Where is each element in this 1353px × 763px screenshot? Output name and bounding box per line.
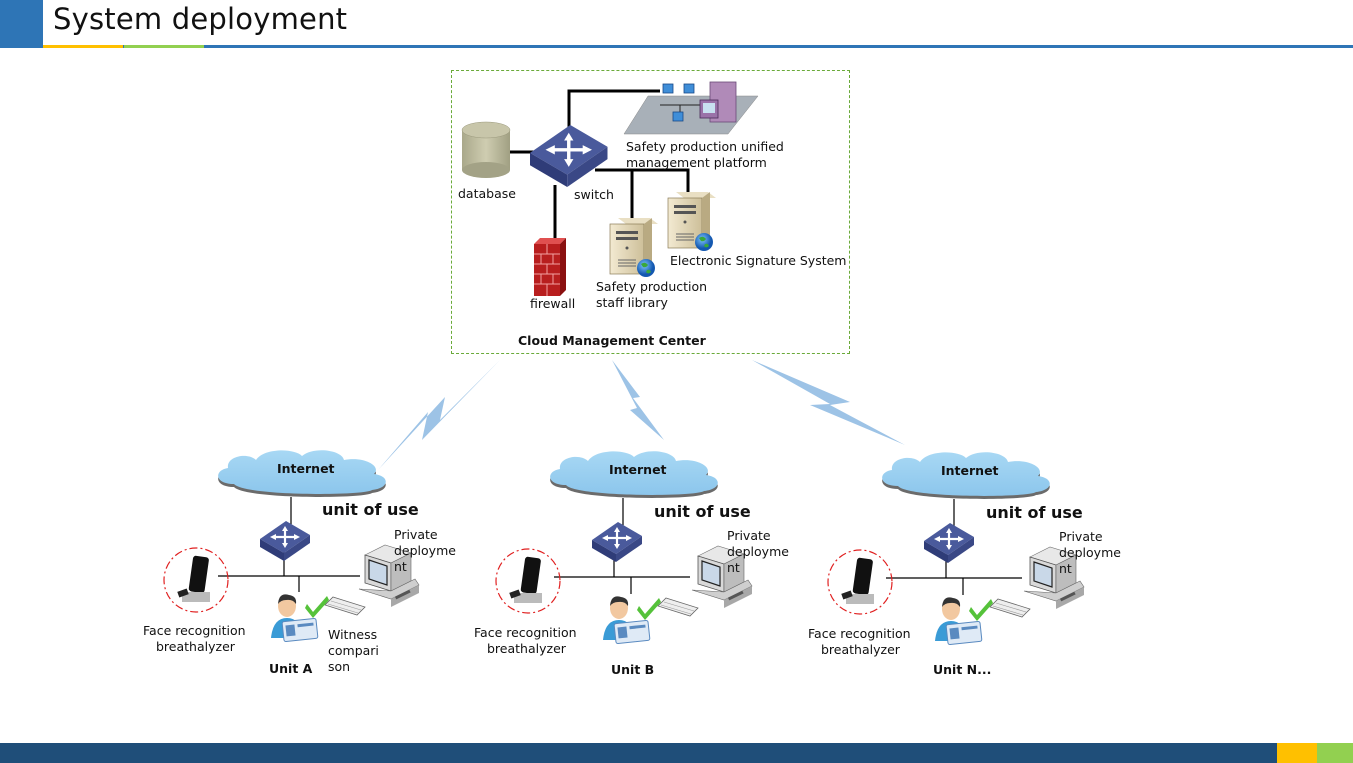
database-label: database	[458, 186, 516, 201]
device-label-1: Face recognition	[808, 626, 911, 641]
cloud-center-title: Cloud Management Center	[518, 333, 706, 348]
unit-n-network	[827, 452, 1085, 646]
device-label-2: breathalyzer	[487, 641, 566, 656]
header-rule-yellow	[43, 45, 123, 48]
witness-label-1: Witness	[328, 627, 378, 642]
private-deployment-label-2: deployme	[1059, 545, 1121, 560]
management-platform-icon	[623, 81, 759, 135]
unit-switch-icon	[590, 520, 644, 564]
wireless-link-bolt-a	[378, 360, 500, 470]
unit-name: Unit B	[611, 662, 655, 677]
breathalyzer-icon	[163, 547, 229, 613]
switch-icon	[528, 123, 610, 189]
header-rule	[43, 45, 1353, 48]
internet-label: Internet	[277, 461, 335, 476]
platform-label-line1: Safety production unified	[626, 139, 784, 154]
private-deployment-label-1: Private	[394, 527, 438, 542]
staff-library-label-line2: staff library	[596, 295, 668, 310]
footer-bar	[0, 743, 1277, 763]
private-deployment-label-3: nt	[394, 559, 407, 574]
private-deployment-label-2: deployme	[727, 544, 789, 559]
private-deployment-label-1: Private	[727, 528, 771, 543]
unit-a-network	[163, 450, 420, 643]
breathalyzer-icon	[827, 549, 893, 615]
unit-of-use-label: unit of use	[986, 503, 1083, 522]
footer-accent-green	[1317, 743, 1353, 763]
witness-label-2: compari	[328, 643, 379, 658]
unit-of-use-label: unit of use	[654, 502, 751, 521]
witness-person-icon	[934, 596, 994, 646]
internet-label: Internet	[941, 463, 999, 478]
unit-switch-icon	[922, 521, 976, 565]
staff-library-label-line1: Safety production	[596, 279, 708, 294]
wireless-link-bolt-b	[612, 360, 664, 440]
breathalyzer-icon	[495, 548, 561, 614]
private-deployment-label-3: nt	[727, 560, 740, 575]
unit-switch-icon	[258, 519, 312, 563]
witness-label-3: son	[328, 659, 351, 674]
device-label-2: breathalyzer	[821, 642, 900, 657]
signature-system-label: Electronic Signature System	[670, 253, 847, 268]
title-accent-block	[0, 0, 43, 48]
footer-accent-yellow	[1277, 743, 1317, 763]
signature-server-icon	[667, 191, 717, 252]
cloud-management-center-box	[451, 70, 850, 354]
wireless-link-bolt-n	[752, 360, 905, 445]
firewall-label: firewall	[530, 296, 576, 311]
page-title: System deployment	[53, 2, 348, 36]
firewall-icon	[534, 238, 566, 296]
header-rule-green	[124, 45, 204, 48]
witness-person-icon	[270, 593, 330, 643]
staff-library-server-icon	[609, 217, 659, 278]
private-deployment-label-1: Private	[1059, 529, 1103, 544]
unit-name: Unit A	[269, 661, 313, 676]
witness-person-icon	[602, 595, 662, 645]
database-icon	[461, 121, 511, 178]
private-deployment-label-3: nt	[1059, 561, 1072, 576]
switch-label: switch	[574, 187, 614, 202]
private-deployment-label-2: deployme	[394, 543, 456, 558]
unit-of-use-label: unit of use	[322, 500, 419, 519]
device-label-1: Face recognition	[474, 625, 577, 640]
platform-label-line2: management platform	[626, 155, 767, 170]
internet-label: Internet	[609, 462, 667, 477]
unit-b-network	[495, 451, 753, 645]
center-links	[510, 89, 690, 240]
unit-name: Unit N...	[933, 662, 992, 677]
device-label-1: Face recognition	[143, 623, 246, 638]
device-label-2: breathalyzer	[156, 639, 235, 654]
